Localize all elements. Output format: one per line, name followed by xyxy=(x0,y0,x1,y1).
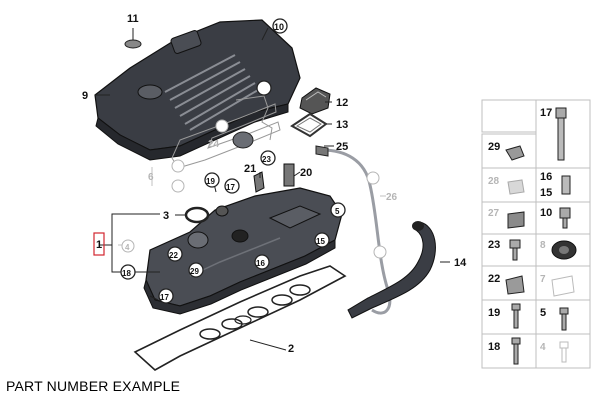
grid-label-19: 19 xyxy=(488,307,500,319)
grid-label-28: 28 xyxy=(488,176,500,187)
grid-label-15: 15 xyxy=(540,187,552,199)
callout-26: 26 xyxy=(386,192,398,203)
callout-16-circle xyxy=(254,254,270,270)
callout-18: 18 xyxy=(122,269,131,278)
callout-10-circle xyxy=(272,18,288,34)
grid-label-17: 17 xyxy=(540,107,552,119)
highlight-box xyxy=(93,232,105,256)
callout-1: 1 xyxy=(96,239,102,251)
grid-label-4: 4 xyxy=(540,342,546,353)
callout-5-circle xyxy=(330,202,346,218)
callout-22-circle xyxy=(167,246,183,262)
grid-label-5: 5 xyxy=(540,307,546,319)
callout-20: 20 xyxy=(300,167,312,179)
part-2-valve-cover-gasket xyxy=(133,265,347,371)
grid-label-18: 18 xyxy=(488,341,500,353)
part-11-grommet xyxy=(124,28,142,49)
grid-label-8: 8 xyxy=(540,240,546,251)
callout-22: 22 xyxy=(169,251,178,260)
hardware-grid xyxy=(481,99,591,369)
part-14-breather-pipe xyxy=(347,221,436,319)
callout-17b-circle xyxy=(158,288,174,304)
callout-18-circle xyxy=(120,264,136,280)
grid-label-27: 27 xyxy=(488,208,500,219)
callout-9: 9 xyxy=(82,90,88,102)
callout-5: 5 xyxy=(335,207,340,216)
callout-2: 2 xyxy=(288,343,294,355)
grid-label-29: 29 xyxy=(488,141,500,153)
callout-4-circle xyxy=(121,239,135,253)
callout-4: 4 xyxy=(125,243,130,252)
callout-7a-circle xyxy=(256,80,272,96)
callout-16: 16 xyxy=(256,259,265,268)
callout-grey-circle-e xyxy=(171,179,185,193)
callout-15: 15 xyxy=(316,237,325,246)
part-20-sensor xyxy=(283,163,295,187)
callout-10: 10 xyxy=(274,22,284,32)
callout-grey-circle-a xyxy=(215,119,229,133)
callout-17: 17 xyxy=(226,183,235,192)
callout-6: 6 xyxy=(148,172,154,183)
callout-19-circle xyxy=(204,172,220,188)
callout-grey-circle-d xyxy=(171,159,185,173)
callout-19: 19 xyxy=(206,177,215,186)
grid-label-23: 23 xyxy=(488,239,500,251)
callouts: 11 10 9 24 12 13 25 26 14 23 21 20 19 17… xyxy=(82,13,552,355)
callout-15-circle xyxy=(314,232,330,248)
callout-17a-circle xyxy=(224,178,240,194)
callout-21: 21 xyxy=(244,163,256,175)
callout-14: 14 xyxy=(454,257,467,269)
grid-label-22: 22 xyxy=(488,273,500,285)
callout-11: 11 xyxy=(127,13,139,25)
callout-13: 13 xyxy=(336,119,348,131)
callout-23: 23 xyxy=(262,155,271,164)
callout-17b: 17 xyxy=(160,293,169,302)
callout-12: 12 xyxy=(336,97,348,109)
part-13-seal xyxy=(290,112,328,138)
callout-29-circle xyxy=(188,262,204,278)
callout-3: 3 xyxy=(163,210,169,222)
grid-label-16: 16 xyxy=(540,171,552,183)
grid-label-7: 7 xyxy=(540,274,546,285)
callout-29: 29 xyxy=(190,267,199,276)
hose-26 xyxy=(315,145,392,315)
callout-23-circle xyxy=(260,150,276,166)
callout-grey-circle-b xyxy=(366,171,380,185)
part-12-oil-cap xyxy=(299,87,331,115)
engine-cover xyxy=(94,19,301,161)
callout-grey-circle-c xyxy=(373,245,387,259)
grid-label-10: 10 xyxy=(540,207,552,219)
part-21-bracket xyxy=(253,171,265,193)
callout-24: 24 xyxy=(208,139,220,150)
caption: PART NUMBER EXAMPLE xyxy=(6,378,181,394)
callout-25: 25 xyxy=(336,141,348,153)
gasket-frame xyxy=(171,95,281,169)
